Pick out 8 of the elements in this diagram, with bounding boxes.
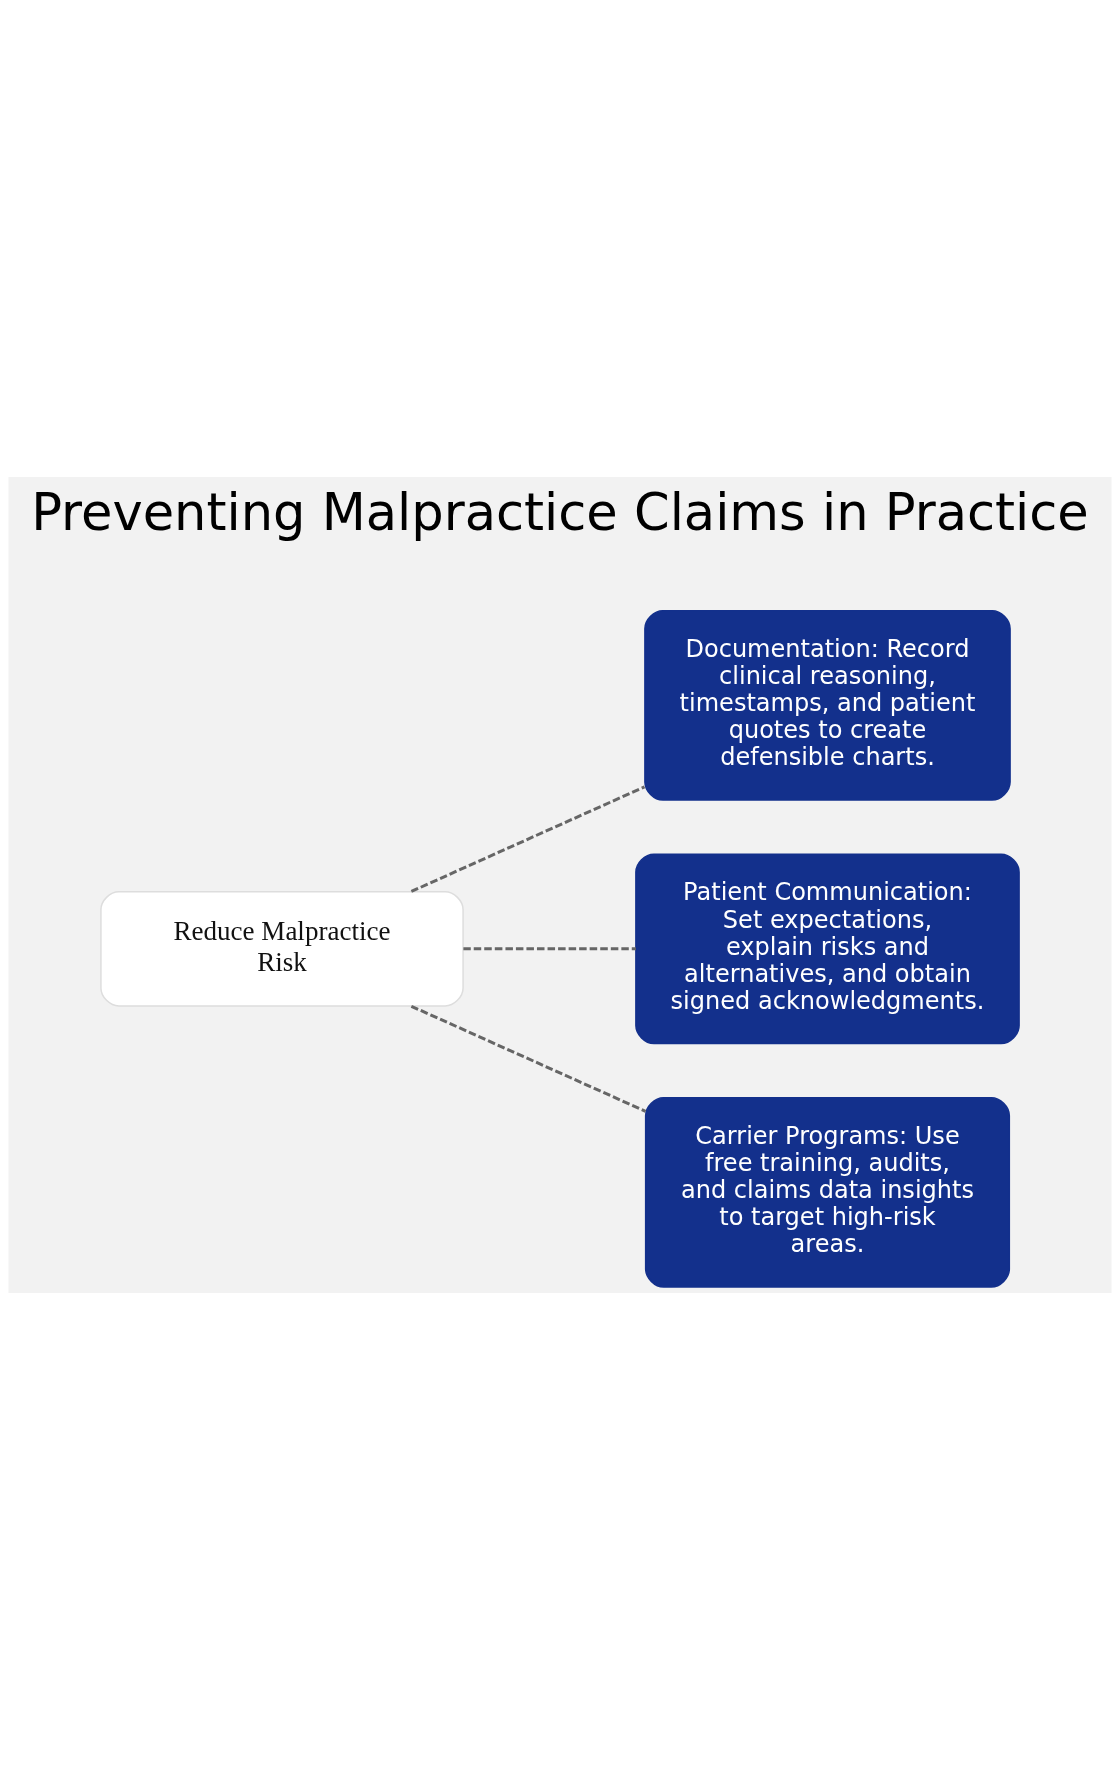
node-box: Documentation: Record clinical reasoning, timestamps, and patient quotes to create defensible charts. bbox=[644, 610, 1011, 801]
connector bbox=[463, 947, 636, 951]
connector bbox=[410, 785, 646, 893]
node-box: Reduce Malpractice Risk bbox=[100, 891, 464, 1007]
node-box: Carrier Programs: Use free training, audits, and claims data insights to target high-risk areas. bbox=[644, 1096, 1011, 1288]
diagram-title: Preventing Malpractice Claims in Practice bbox=[31, 482, 1089, 542]
connector bbox=[410, 1004, 647, 1113]
node-box: Patient Communication: Set expectations, explain risks and alternatives, and obtain signed acknowledgments. bbox=[635, 853, 1020, 1045]
